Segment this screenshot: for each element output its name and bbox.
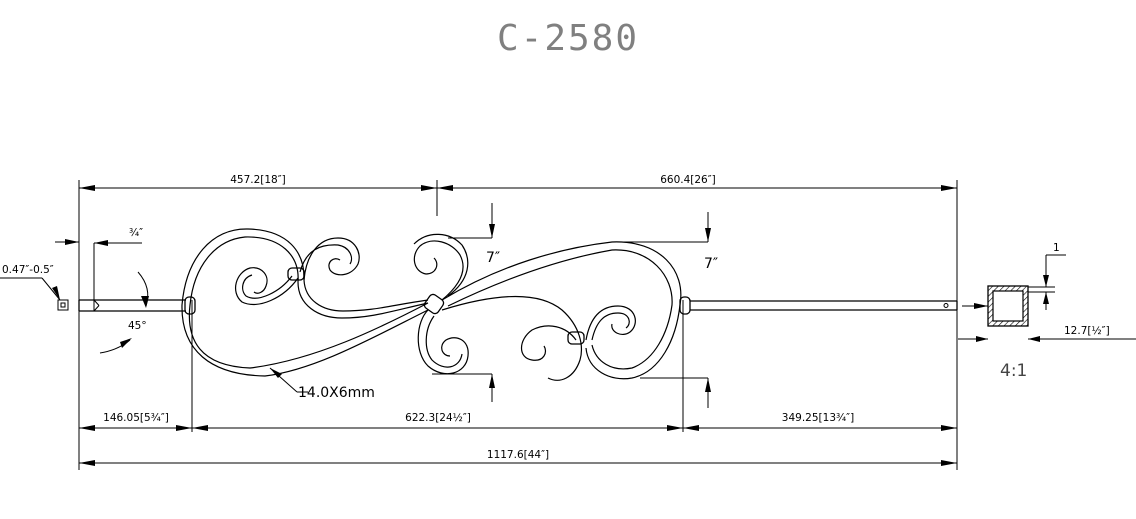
dim-offset-1: 7″ <box>486 250 500 266</box>
dim-offset-2: 7″ <box>704 256 718 272</box>
dim-taper-angle: 45° <box>128 320 147 332</box>
material-label: 14.0X6mm <box>298 385 375 401</box>
drawing-title: C-2580 <box>497 18 639 59</box>
dim-right-bar: 349.25[13¾″] <box>782 412 854 424</box>
dim-end-offset: 146.05[5¾″] <box>103 412 169 424</box>
dim-tube-size: 12.7[½″] <box>1064 325 1110 337</box>
lower-dimension: 146.05[5¾″] 622.3[24½″] 349.25[13¾″] <box>79 412 957 431</box>
tube-section: 1 12.7[½″] 4:1 <box>958 242 1136 381</box>
scale-label: 4:1 <box>1000 361 1027 381</box>
dim-overall: 1117.6[44″] <box>487 449 549 461</box>
overall-dimension: 1117.6[44″] <box>79 449 957 466</box>
tip-details: 0.47″-0.5″ ¾″ 45° <box>0 227 149 354</box>
dim-scroll-length: 622.3[24½″] <box>405 412 471 424</box>
top-dimension: 457.2[18″] 660.4[26″] <box>79 174 957 191</box>
center-scroll <box>413 233 682 381</box>
scroll-offsets: 7″ 7″ <box>432 203 718 408</box>
dim-tip-length: ¾″ <box>129 227 143 239</box>
extension-lines <box>78 180 958 470</box>
dim-right-span: 660.4[26″] <box>660 174 716 186</box>
baluster-bar <box>78 296 958 315</box>
dim-left-span: 457.2[18″] <box>230 174 286 186</box>
dim-tip-size: 0.47″-0.5″ <box>2 264 54 276</box>
left-scroll <box>181 228 429 377</box>
dim-tube-wall: 1 <box>1053 242 1060 254</box>
material-callout: 14.0X6mm <box>269 367 375 401</box>
